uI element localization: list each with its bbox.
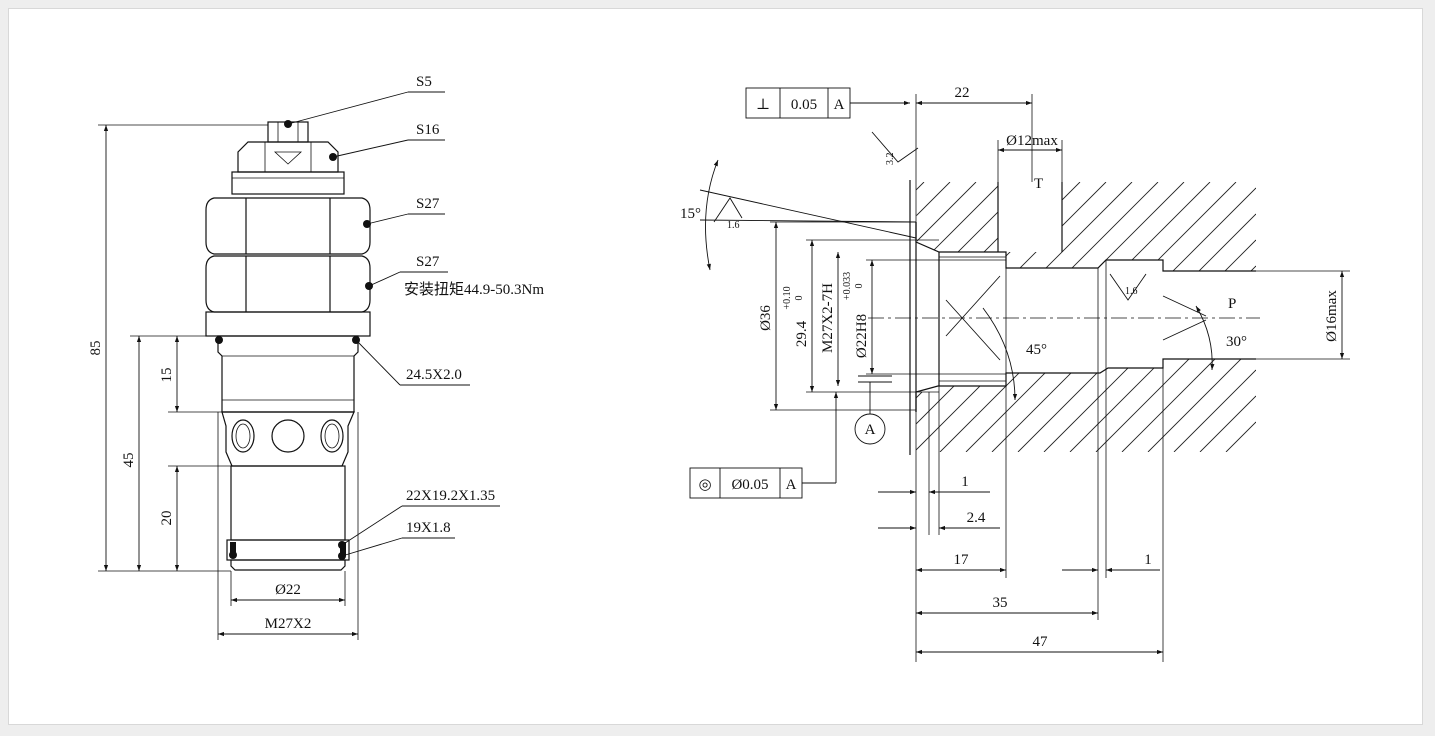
perpendicularity-tolerance: 0.05 [791, 97, 817, 113]
valve-tip [226, 465, 350, 571]
lock-nut [231, 141, 345, 195]
callout-dot [365, 282, 373, 290]
length-dimensions: 1 2.4 17 1 35 47 [878, 359, 1164, 662]
dim-body-length: 45 [121, 453, 137, 468]
port-t-label: T [1034, 176, 1043, 192]
callout-dot [229, 551, 237, 559]
dim-35: 35 [993, 595, 1008, 611]
callout-s27-upper: S27 [416, 196, 440, 212]
dim-tip-diameter: Ø22 [275, 582, 301, 598]
perpendicularity-datum: A [834, 97, 845, 113]
dim-thread-size: M27X2 [265, 616, 312, 632]
callout-s27-lower: S27 [416, 254, 440, 270]
dim-bore-tol-lower: 0 [854, 284, 865, 289]
angle-tip: 30° [1226, 334, 1247, 350]
torque-note: 安装扭矩44.9-50.3Nm [404, 281, 544, 298]
callout-backup-ring: 19X1.8 [406, 520, 451, 536]
roughness-face: 3.2 [885, 153, 896, 166]
dim-thread-length: 15 [159, 368, 175, 383]
cartridge-valve-view: S5 S16 S27 S27 安装扭矩44.9-50.3Nm 24.5X2.0 … [88, 74, 544, 640]
top-dimensions: 22 Ø12max [915, 85, 1063, 222]
callout-dot [329, 153, 337, 161]
callout-oring-bottom: 22X19.2X1.35 [406, 488, 495, 504]
angle-construction [699, 159, 1215, 401]
dim-bore-tol-upper: +0.033 [842, 272, 853, 300]
dim-1: 1 [961, 474, 969, 490]
callout-dot [284, 120, 292, 128]
section-hatch [916, 182, 1256, 452]
callout-s16: S16 [416, 122, 440, 138]
dim-tip-length: 20 [159, 511, 175, 526]
dim-thread-minor-tol-upper: +0.10 [782, 286, 793, 309]
perpendicularity-frame: ⊥ 0.05 A [745, 87, 910, 119]
dim-overall-length: 85 [88, 341, 104, 356]
dim-top-width: 22 [955, 85, 970, 101]
lower-hex [205, 255, 371, 337]
left-dimensions: 85 45 15 20 Ø22 M27X2 [88, 124, 359, 640]
dim-thread-spec: M27X2-7H [820, 283, 836, 353]
callout-dot [363, 220, 371, 228]
datum-a: A [854, 375, 892, 445]
dim-t-port: Ø12max [1006, 133, 1058, 149]
port-p-label: P [1228, 296, 1236, 312]
diameter-dimensions: Ø36 29.4 +0.10 0 M27X2-7H Ø22H8 +0.033 0… [758, 221, 1350, 411]
cavity-section-view: 3.2 1.6 1.6 15° 45° 30° T P ⊥ 0.05 A ◎ [680, 85, 1350, 662]
roughness-chamfer: 1.6 [727, 220, 740, 231]
upper-hex [205, 197, 371, 255]
roughness-bore: 1.6 [1125, 286, 1138, 297]
concentricity-symbol: ◎ [698, 477, 711, 493]
dim-p-port: Ø16max [1324, 290, 1340, 342]
callout-labels: S5 S16 S27 S27 安装扭矩44.9-50.3Nm 24.5X2.0 … [404, 74, 544, 536]
port-section [221, 411, 355, 467]
concentricity-datum: A [786, 477, 797, 493]
roughness-face-symbol [871, 131, 919, 163]
callout-oring-top: 24.5X2.0 [406, 367, 462, 383]
dim-1-right: 1 [1144, 552, 1152, 568]
dim-counterbore: Ø36 [758, 305, 774, 331]
drawing-frame [8, 8, 1423, 725]
datum-a-label: A [865, 422, 876, 438]
concentricity-tolerance: Ø0.05 [731, 477, 768, 493]
angle-chamfer: 15° [680, 206, 701, 222]
callout-dot [215, 336, 223, 344]
dim-17: 17 [954, 552, 970, 568]
concentricity-frame: ◎ Ø0.05 A [689, 392, 839, 499]
thread-body [217, 335, 359, 413]
perpendicularity-symbol: ⊥ [756, 97, 770, 113]
dim-2-4: 2.4 [967, 510, 986, 526]
dim-bore: Ø22H8 [854, 314, 870, 358]
dim-thread-minor-tol-lower: 0 [794, 296, 805, 301]
callout-s5: S5 [416, 74, 432, 90]
roughness-marks: 3.2 1.6 1.6 [713, 131, 1147, 301]
angle-spot: 45° [1026, 342, 1047, 358]
dim-thread-minor: 29.4 [794, 320, 810, 347]
roughness-chamfer-symbol [713, 197, 743, 223]
callout-leaders [215, 91, 500, 560]
dim-47: 47 [1033, 634, 1049, 650]
roughness-bore-symbol [1109, 273, 1147, 301]
